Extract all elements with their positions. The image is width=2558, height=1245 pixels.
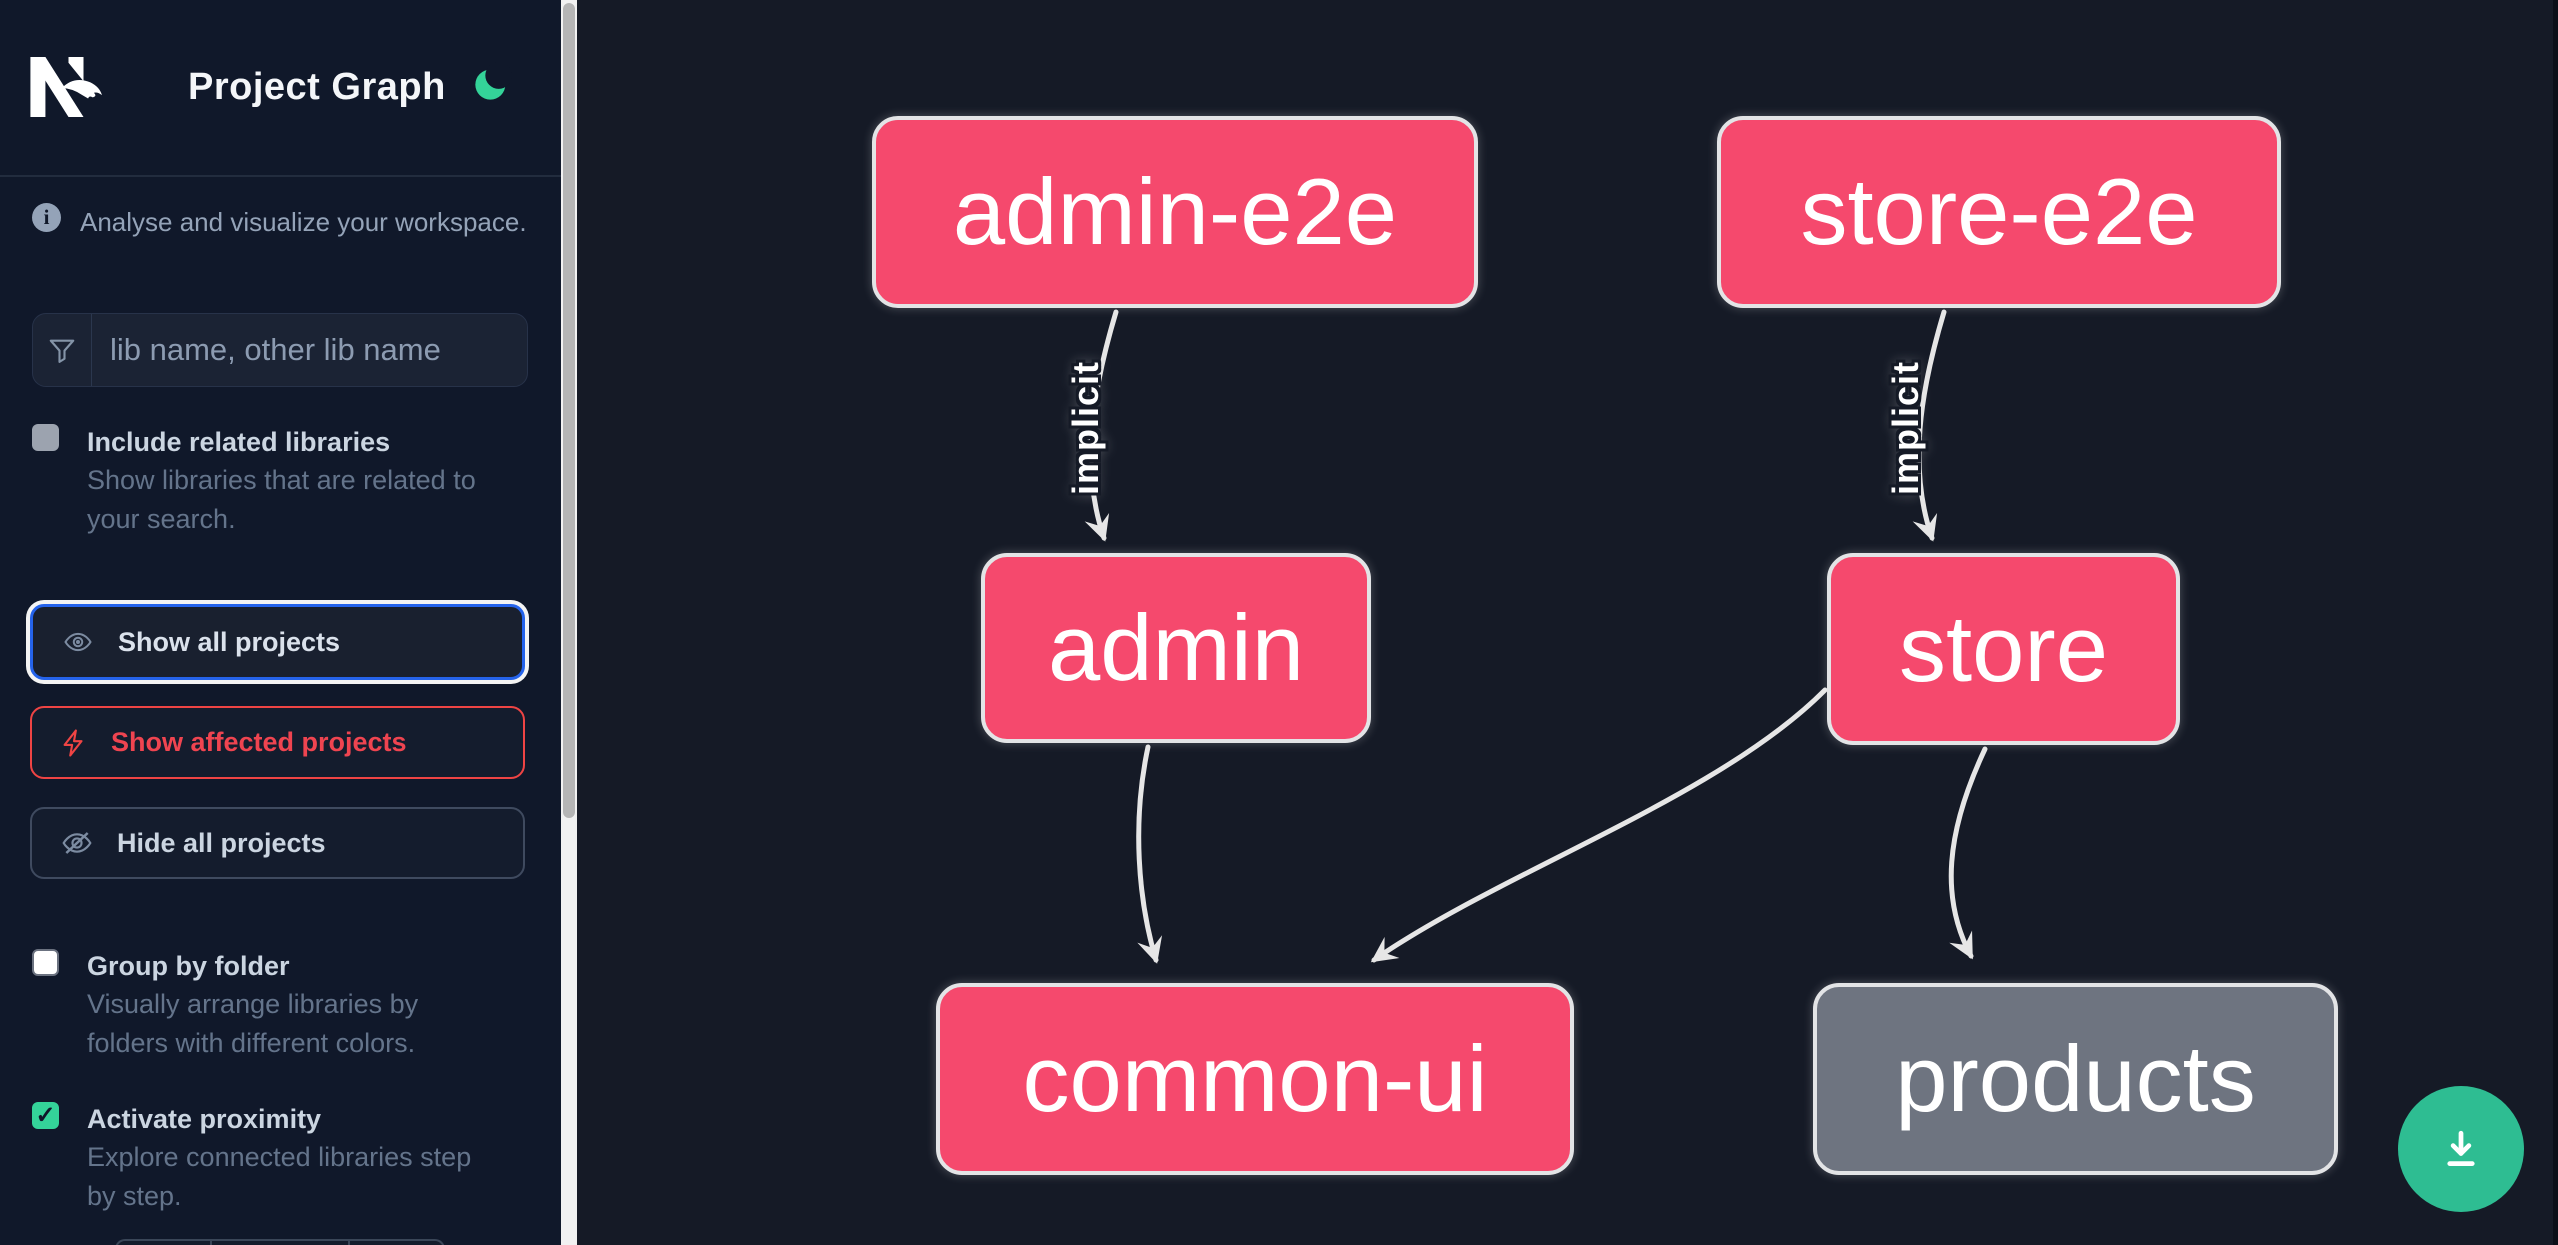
graph-node-store[interactable]: store [1827, 553, 2180, 745]
node-label: admin [1047, 595, 1305, 700]
button-label: Show all projects [118, 626, 341, 657]
stepper-divider [348, 1241, 350, 1245]
page-title: Project Graph [188, 66, 446, 108]
option-description: Show libraries that are related to your … [87, 465, 476, 534]
eye-icon [64, 632, 92, 652]
filter-input[interactable] [92, 314, 527, 386]
funnel-icon [33, 314, 92, 386]
hide-all-projects-button[interactable]: Hide all projects [30, 807, 525, 879]
stepper-divider [210, 1241, 212, 1245]
option-description: Explore connected libraries step by step… [87, 1142, 472, 1211]
info-icon: i [32, 203, 61, 232]
download-icon [2447, 1130, 2475, 1166]
button-label: Hide all projects [117, 827, 326, 858]
header-divider [0, 175, 561, 177]
node-label: admin-e2e [952, 159, 1398, 264]
checkbox-activate-proximity[interactable]: ✓ [32, 1102, 59, 1129]
option-label: Group by folder [87, 951, 290, 981]
show-all-projects-button[interactable]: Show all projects [30, 604, 525, 680]
graph-node-products[interactable]: products [1813, 983, 2338, 1175]
graph-node-store-e2e[interactable]: store-e2e [1717, 116, 2281, 308]
sidebar: Project Graph i Analyse and visualize yo… [0, 0, 561, 1245]
node-label: products [1895, 1026, 2256, 1131]
nx-logo [30, 57, 102, 117]
node-label: store [1899, 596, 2108, 701]
show-affected-projects-button[interactable]: Show affected projects [30, 706, 525, 779]
button-label: Show affected projects [111, 727, 407, 757]
node-label: store-e2e [1800, 159, 2198, 264]
filter-box [32, 313, 528, 387]
checkbox-include-related[interactable] [32, 424, 59, 451]
option-label: Include related libraries [87, 427, 391, 457]
graph-node-admin-e2e[interactable]: admin-e2e [872, 116, 1478, 308]
download-image-button[interactable] [2398, 1086, 2524, 1212]
eye-off-icon [62, 832, 92, 854]
node-label: common-ui [1022, 1026, 1488, 1131]
proximity-depth-stepper-partial[interactable] [115, 1239, 445, 1245]
window-edge [2553, 0, 2558, 1245]
sidebar-scrollbar-thumb[interactable] [563, 3, 575, 818]
edge-label-implicit: implicit [1885, 360, 1926, 496]
option-label: Activate proximity [87, 1104, 322, 1134]
moon-icon[interactable] [472, 62, 512, 104]
bolt-icon [63, 728, 83, 757]
graph-node-common-ui[interactable]: common-ui [936, 983, 1574, 1175]
tagline: Analyse and visualize your workspace. [80, 207, 527, 237]
graph-node-admin[interactable]: admin [981, 553, 1371, 743]
checkbox-group-by-folder[interactable] [32, 949, 59, 976]
edge-label-implicit: implicit [1065, 360, 1106, 496]
option-description: Visually arrange libraries by folders wi… [87, 989, 419, 1058]
sidebar-scrollbar-track[interactable] [561, 0, 577, 1245]
